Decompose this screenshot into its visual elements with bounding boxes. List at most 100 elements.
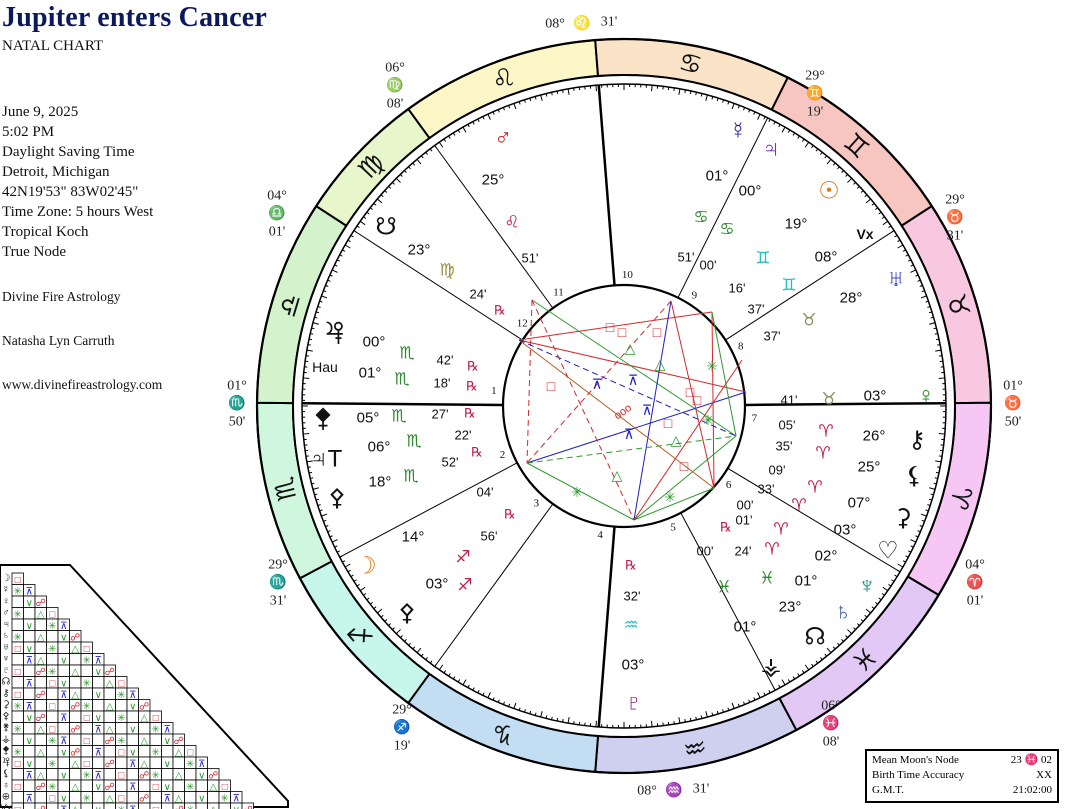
- aspect-grid-cell: [126, 791, 139, 804]
- aspect-grid-glyph: △: [106, 724, 114, 735]
- aspect-grid-glyph: ☍: [36, 782, 46, 793]
- planet-degree: 25°: [858, 459, 881, 476]
- planet-mars[interactable]: ♂25°♌51': [482, 125, 539, 266]
- aspect-line: [526, 391, 747, 464]
- svg-text:01°: 01°: [227, 379, 247, 394]
- planet-neptune[interactable]: ♆02°♈00': [737, 498, 876, 600]
- planet-degree: 19°: [785, 216, 808, 233]
- house-cusp-line: [727, 467, 901, 573]
- planet-sun[interactable]: ☉19°♊16': [729, 178, 840, 296]
- aspect-grid-cell: [218, 802, 231, 809]
- legend-value: 21:02:00: [1012, 784, 1052, 796]
- planet-pallas[interactable]: ⚴18°♏52': [328, 455, 458, 512]
- aspect-grid-glyph: ✳: [83, 655, 91, 666]
- aspect-grid-glyph: ∨: [164, 782, 171, 793]
- aspect-grid-cell: [11, 595, 24, 608]
- detail-house-system: Tropical Koch: [2, 224, 89, 240]
- wheel-labels: 08°♌31'29°♊19'29°♉31'01°♉50'04°♈01'06°♓0…: [227, 15, 1023, 799]
- planet-chiron[interactable]: ⚷26°♈05': [779, 418, 926, 454]
- aspect-grid-cell: [126, 768, 139, 781]
- aspect-grid-cell: [207, 791, 220, 804]
- house-number: 1: [491, 385, 497, 397]
- aspect-grid-cell: [184, 791, 197, 804]
- aspect-grid-cell: [34, 641, 47, 654]
- aspect-grid-glyph: ∨: [26, 598, 33, 609]
- aspect-line: [633, 487, 715, 521]
- svg-text:♈: ♈: [966, 574, 983, 591]
- planet-degree: 23°: [408, 242, 431, 259]
- planet-sign-icon: ♏: [399, 344, 414, 363]
- planet-uranus[interactable]: ♅28°♉37': [764, 266, 905, 344]
- aspect-grid-glyph: ✳: [83, 793, 91, 804]
- svg-text:♊: ♊: [806, 85, 823, 102]
- aspect-grid-glyph: ⊼: [198, 759, 205, 770]
- aspect-grid-glyph: △: [175, 793, 183, 804]
- aspect-grid-glyph: □: [153, 782, 159, 793]
- cusp-label-house-9: 06°♍08': [385, 61, 405, 112]
- aspect-grid-glyph: ∨: [60, 770, 67, 781]
- planet-lilith[interactable]: ⚸25°♈35': [776, 439, 923, 490]
- aspect-grid-cell: [23, 802, 36, 809]
- planet-saturn[interactable]: ♄01°♈01'℞: [720, 513, 852, 626]
- svg-text:06°: 06°: [385, 61, 405, 76]
- house-cusp-line: [597, 526, 616, 728]
- aspect-line: [531, 299, 737, 437]
- svg-text:29°: 29°: [268, 558, 288, 573]
- aspect-grid-cell: [126, 733, 139, 746]
- planet-eros[interactable]: ♡03°♈33': [758, 482, 899, 565]
- aspect-grid-cell: [46, 687, 59, 700]
- grid-row-label: ♆: [2, 654, 10, 665]
- aspect-grid-cell: [103, 745, 116, 758]
- aspect-grid-glyph: △: [37, 747, 45, 758]
- planet-south-node[interactable]: ☋23°♍24'℞: [375, 214, 505, 318]
- aspect-grid-cell: [161, 768, 174, 781]
- grid-row-label: ⚵: [2, 723, 9, 734]
- house-cusp-line: [677, 117, 769, 298]
- svg-text:♎: ♎: [268, 205, 285, 222]
- planet-haumea-like[interactable]: ⯞05°♏27'℞: [314, 406, 476, 433]
- planet-ceres[interactable]: ⚳07°♈09': [769, 463, 912, 532]
- aspect-grid-glyph: □: [15, 690, 21, 701]
- planet-venus[interactable]: ♀03°♉41': [781, 383, 935, 410]
- aspect-grid-cell: [57, 779, 70, 792]
- aspect-grid-glyph: ∨: [164, 736, 171, 747]
- aspect-grid-glyph: ☍: [105, 667, 115, 678]
- aspect-grid-cell: [149, 733, 162, 746]
- planet-jupiter[interactable]: ♃00°♋00': [700, 136, 780, 273]
- aspect-grid-cell: [172, 756, 185, 769]
- aspect-grid-glyph: ☍: [70, 632, 80, 643]
- planet-pluto[interactable]: ♇03°♒32'℞: [622, 558, 645, 717]
- aspect-grid-glyph: △: [71, 690, 79, 701]
- aspect-grid-glyph: ☍: [36, 690, 46, 701]
- aspect-grid-glyph: △: [37, 655, 45, 666]
- aspect-grid-cell: [23, 664, 36, 677]
- aspect-grid-glyph: △: [37, 632, 45, 643]
- aspect-grid-glyph: ⊼: [129, 805, 136, 809]
- planet-minutes: 09': [769, 463, 786, 478]
- aspect-grid-cell: [69, 710, 82, 723]
- aspect-grid-cell: [69, 653, 82, 666]
- planet-north-node[interactable]: ☊23°♓24': [735, 544, 826, 651]
- credit-website[interactable]: www.divinefireastrology.com: [2, 377, 163, 392]
- aspect-grid-glyph: ∨: [198, 793, 205, 804]
- planet-sign-icon: ♌: [504, 213, 519, 232]
- retrograde-icon: ℞: [504, 507, 516, 522]
- aspect-grid-cell: [115, 756, 128, 769]
- aspect-glyph: ✳: [706, 358, 718, 374]
- planet-moon[interactable]: ☽14°♐56': [355, 529, 497, 580]
- aspect-glyph: ⊼: [628, 372, 638, 388]
- credit-company: Divine Fire Astrology: [2, 289, 121, 304]
- aspect-grid-cell: [80, 687, 93, 700]
- planet-mercury[interactable]: ☿01°♋51': [678, 118, 747, 265]
- planet-fortune-hygiea[interactable]: ⚴03°♐04'℞: [398, 485, 516, 627]
- planet-sign-icon: ♈: [791, 496, 806, 515]
- planet-sign-icon: ♈: [815, 444, 830, 463]
- aspect-grid-cell: [11, 618, 24, 631]
- svg-text:♒: ♒: [665, 782, 682, 799]
- aspect-grid-cell: [115, 722, 128, 735]
- planet-vesta[interactable]: ⚶01°♓00': [697, 544, 782, 681]
- planet-persephone[interactable]: ⯠00°♏42'℞: [326, 320, 479, 374]
